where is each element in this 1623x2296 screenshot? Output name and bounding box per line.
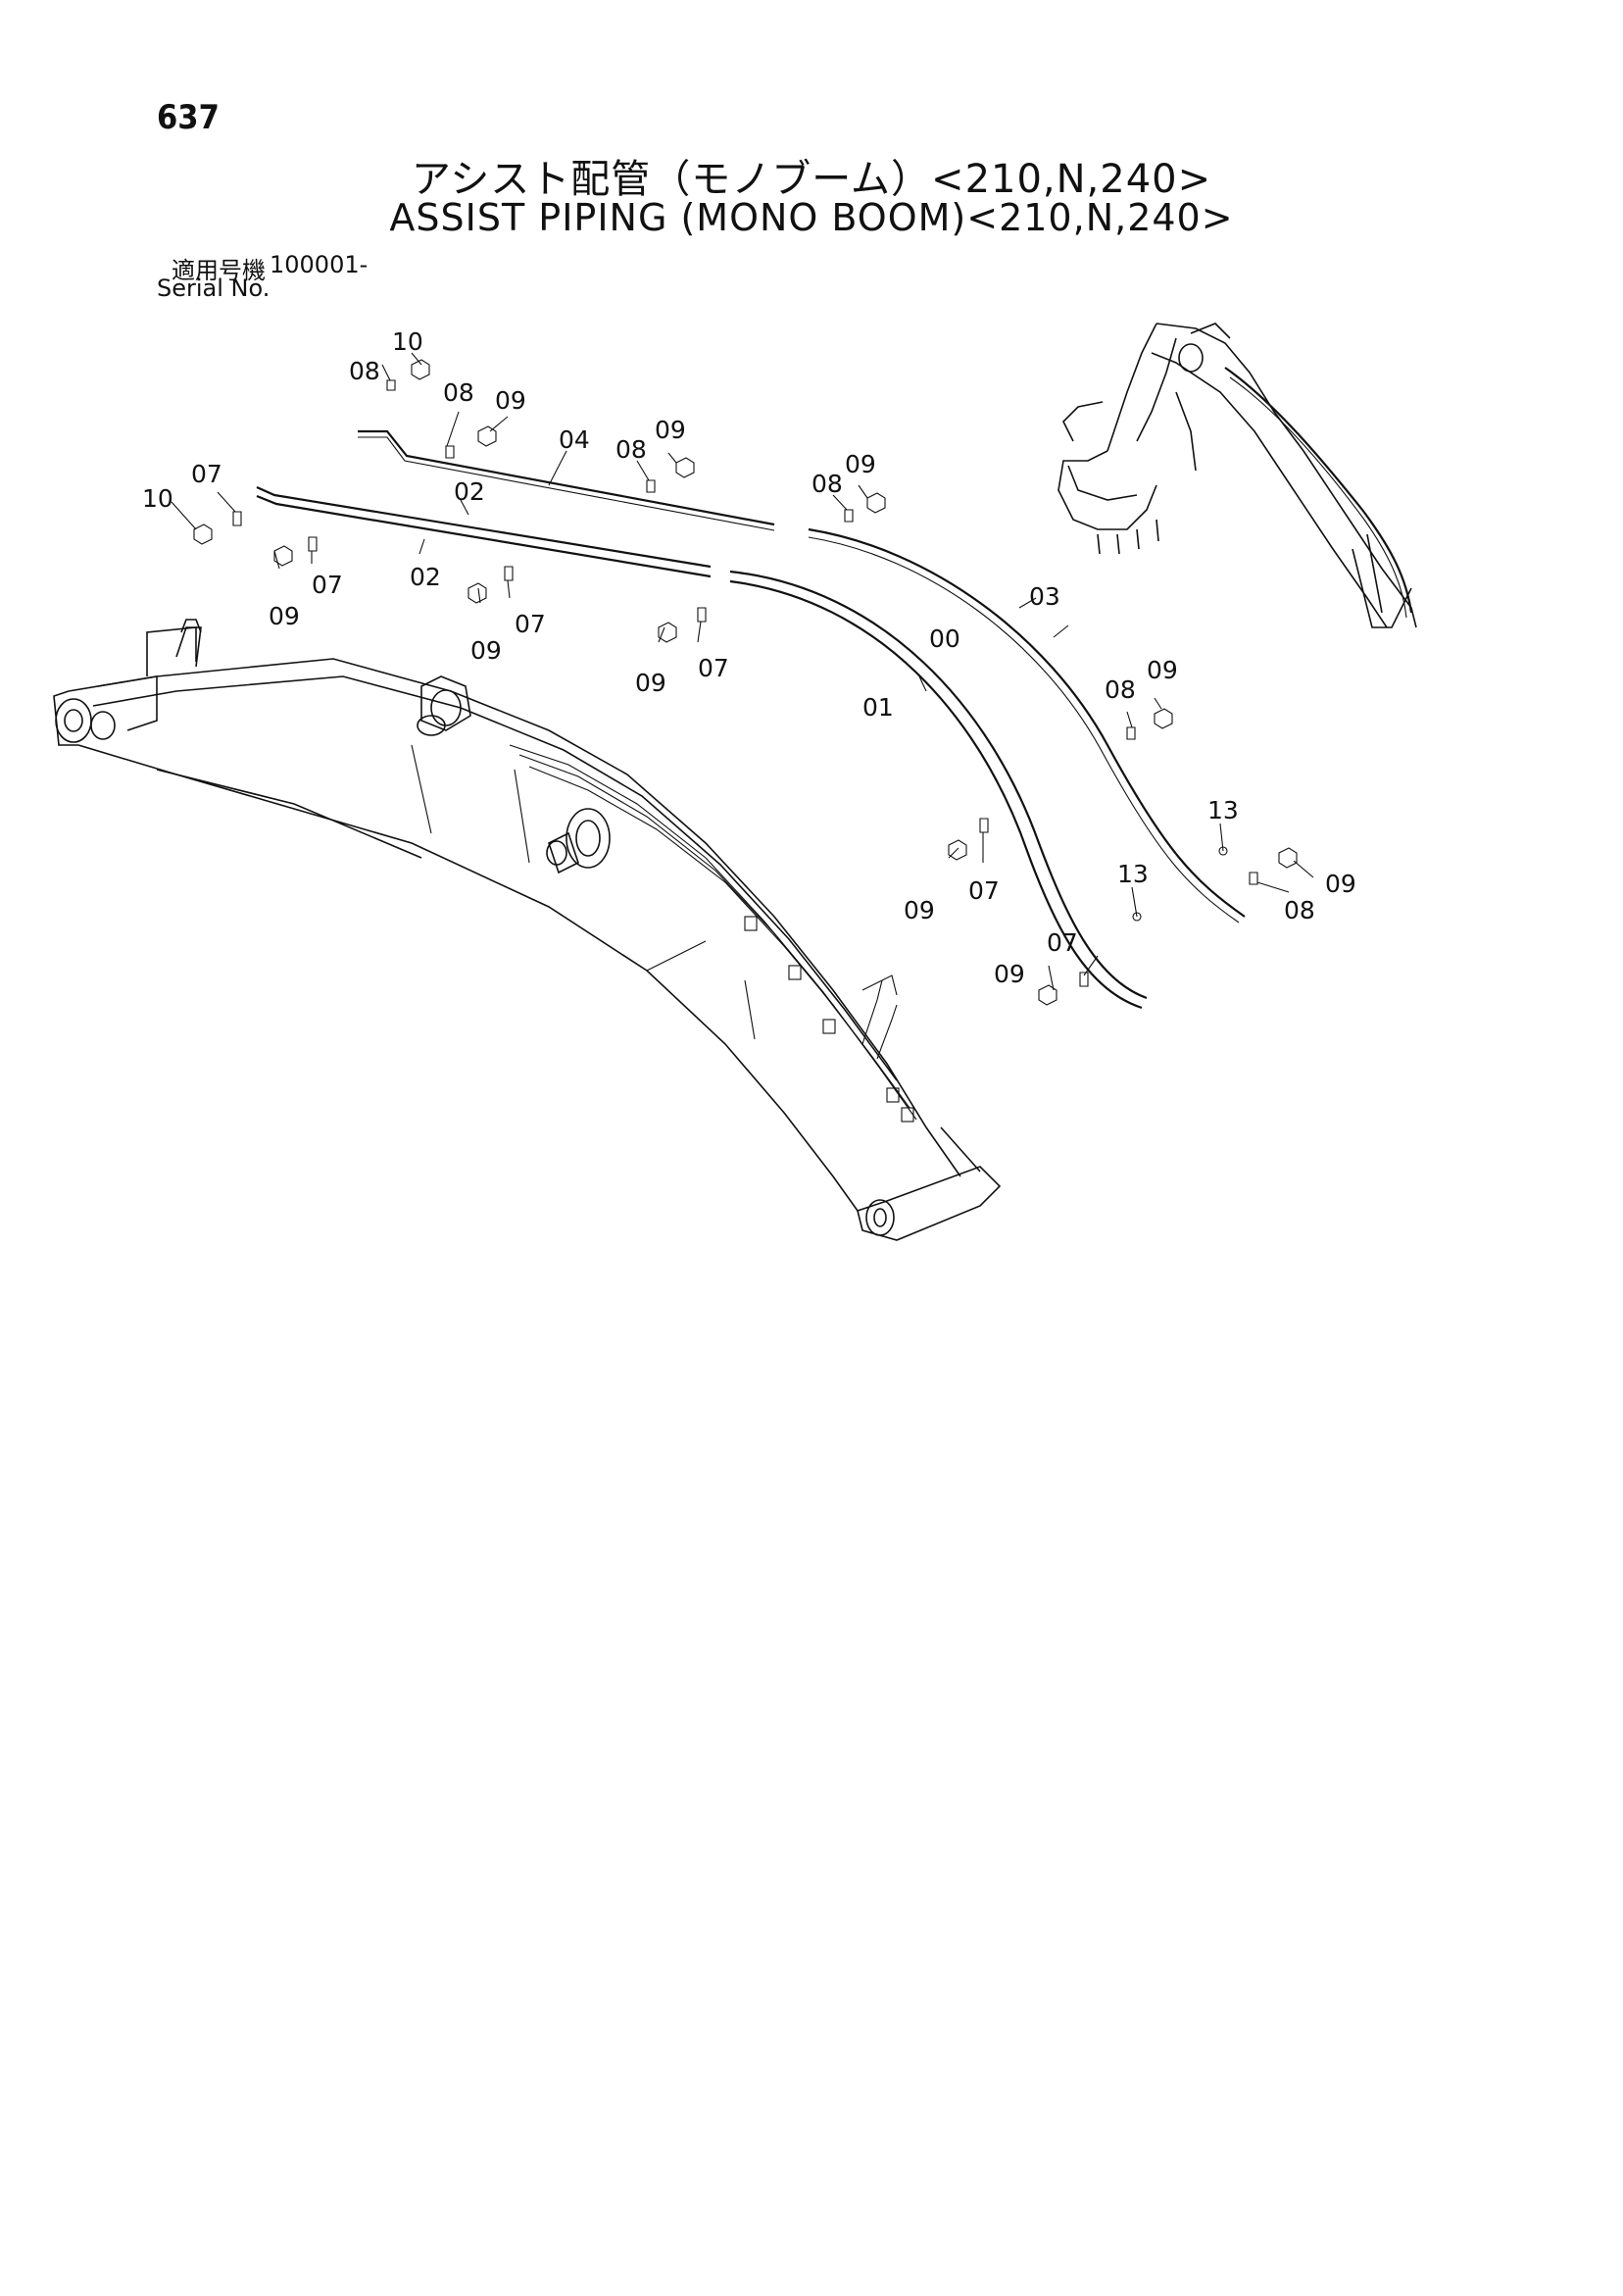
- excavator-inset-view: [1057, 323, 1417, 628]
- callout-09: 09: [269, 602, 300, 630]
- pipe-assembly: [256, 429, 1246, 1010]
- callout-03: 03: [1029, 582, 1060, 611]
- callout-09: 09: [495, 386, 526, 415]
- callout-09: 09: [994, 960, 1025, 988]
- callout-08: 08: [349, 357, 380, 385]
- callout-08: 08: [615, 435, 647, 464]
- callout-08: 08: [1105, 675, 1136, 704]
- page-number: 637: [157, 98, 220, 137]
- serial-label-english: Serial No.: [157, 275, 270, 302]
- callout-08: 08: [1284, 896, 1315, 924]
- callout-13: 13: [1207, 796, 1239, 824]
- callout-13: 13: [1117, 860, 1149, 888]
- title-japanese: アシスト配管（モノブーム）<210,N,240>: [411, 157, 1212, 202]
- callout-07: 07: [1047, 928, 1078, 957]
- serial-number-value: 100001-: [270, 251, 369, 278]
- callout-09: 09: [635, 669, 666, 697]
- title-english: ASSIST PIPING (MONO BOOM)<210,N,240>: [389, 196, 1234, 239]
- boom-drawing: [53, 619, 1002, 1241]
- fasteners: [193, 359, 1298, 1006]
- callout-10: 10: [392, 327, 423, 356]
- callout-09: 09: [904, 896, 935, 924]
- callout-08: 08: [443, 378, 474, 407]
- callout-07: 07: [312, 571, 343, 599]
- callout-09: 09: [845, 450, 876, 478]
- callout-02: 02: [410, 563, 441, 591]
- callout-10: 10: [142, 484, 173, 513]
- callout-00: 00: [929, 624, 960, 653]
- callout-07: 07: [191, 460, 222, 488]
- callout-07: 07: [515, 610, 546, 638]
- callout-02: 02: [454, 477, 485, 506]
- callout-09: 09: [1325, 870, 1356, 898]
- callout-09: 09: [655, 416, 686, 444]
- callout-labels: 10 08 08 09 04 08 09 08 09 07 10 02 02 0…: [142, 327, 1356, 988]
- callout-01: 01: [862, 693, 894, 722]
- callout-09: 09: [470, 636, 502, 665]
- callout-04: 04: [559, 425, 590, 454]
- callout-09: 09: [1147, 656, 1178, 684]
- callout-07: 07: [968, 876, 1000, 905]
- leader-lines: [171, 352, 1314, 991]
- serial-label-japanese: 適用号機: [172, 257, 266, 284]
- callout-07: 07: [698, 654, 729, 682]
- callout-08: 08: [812, 470, 843, 498]
